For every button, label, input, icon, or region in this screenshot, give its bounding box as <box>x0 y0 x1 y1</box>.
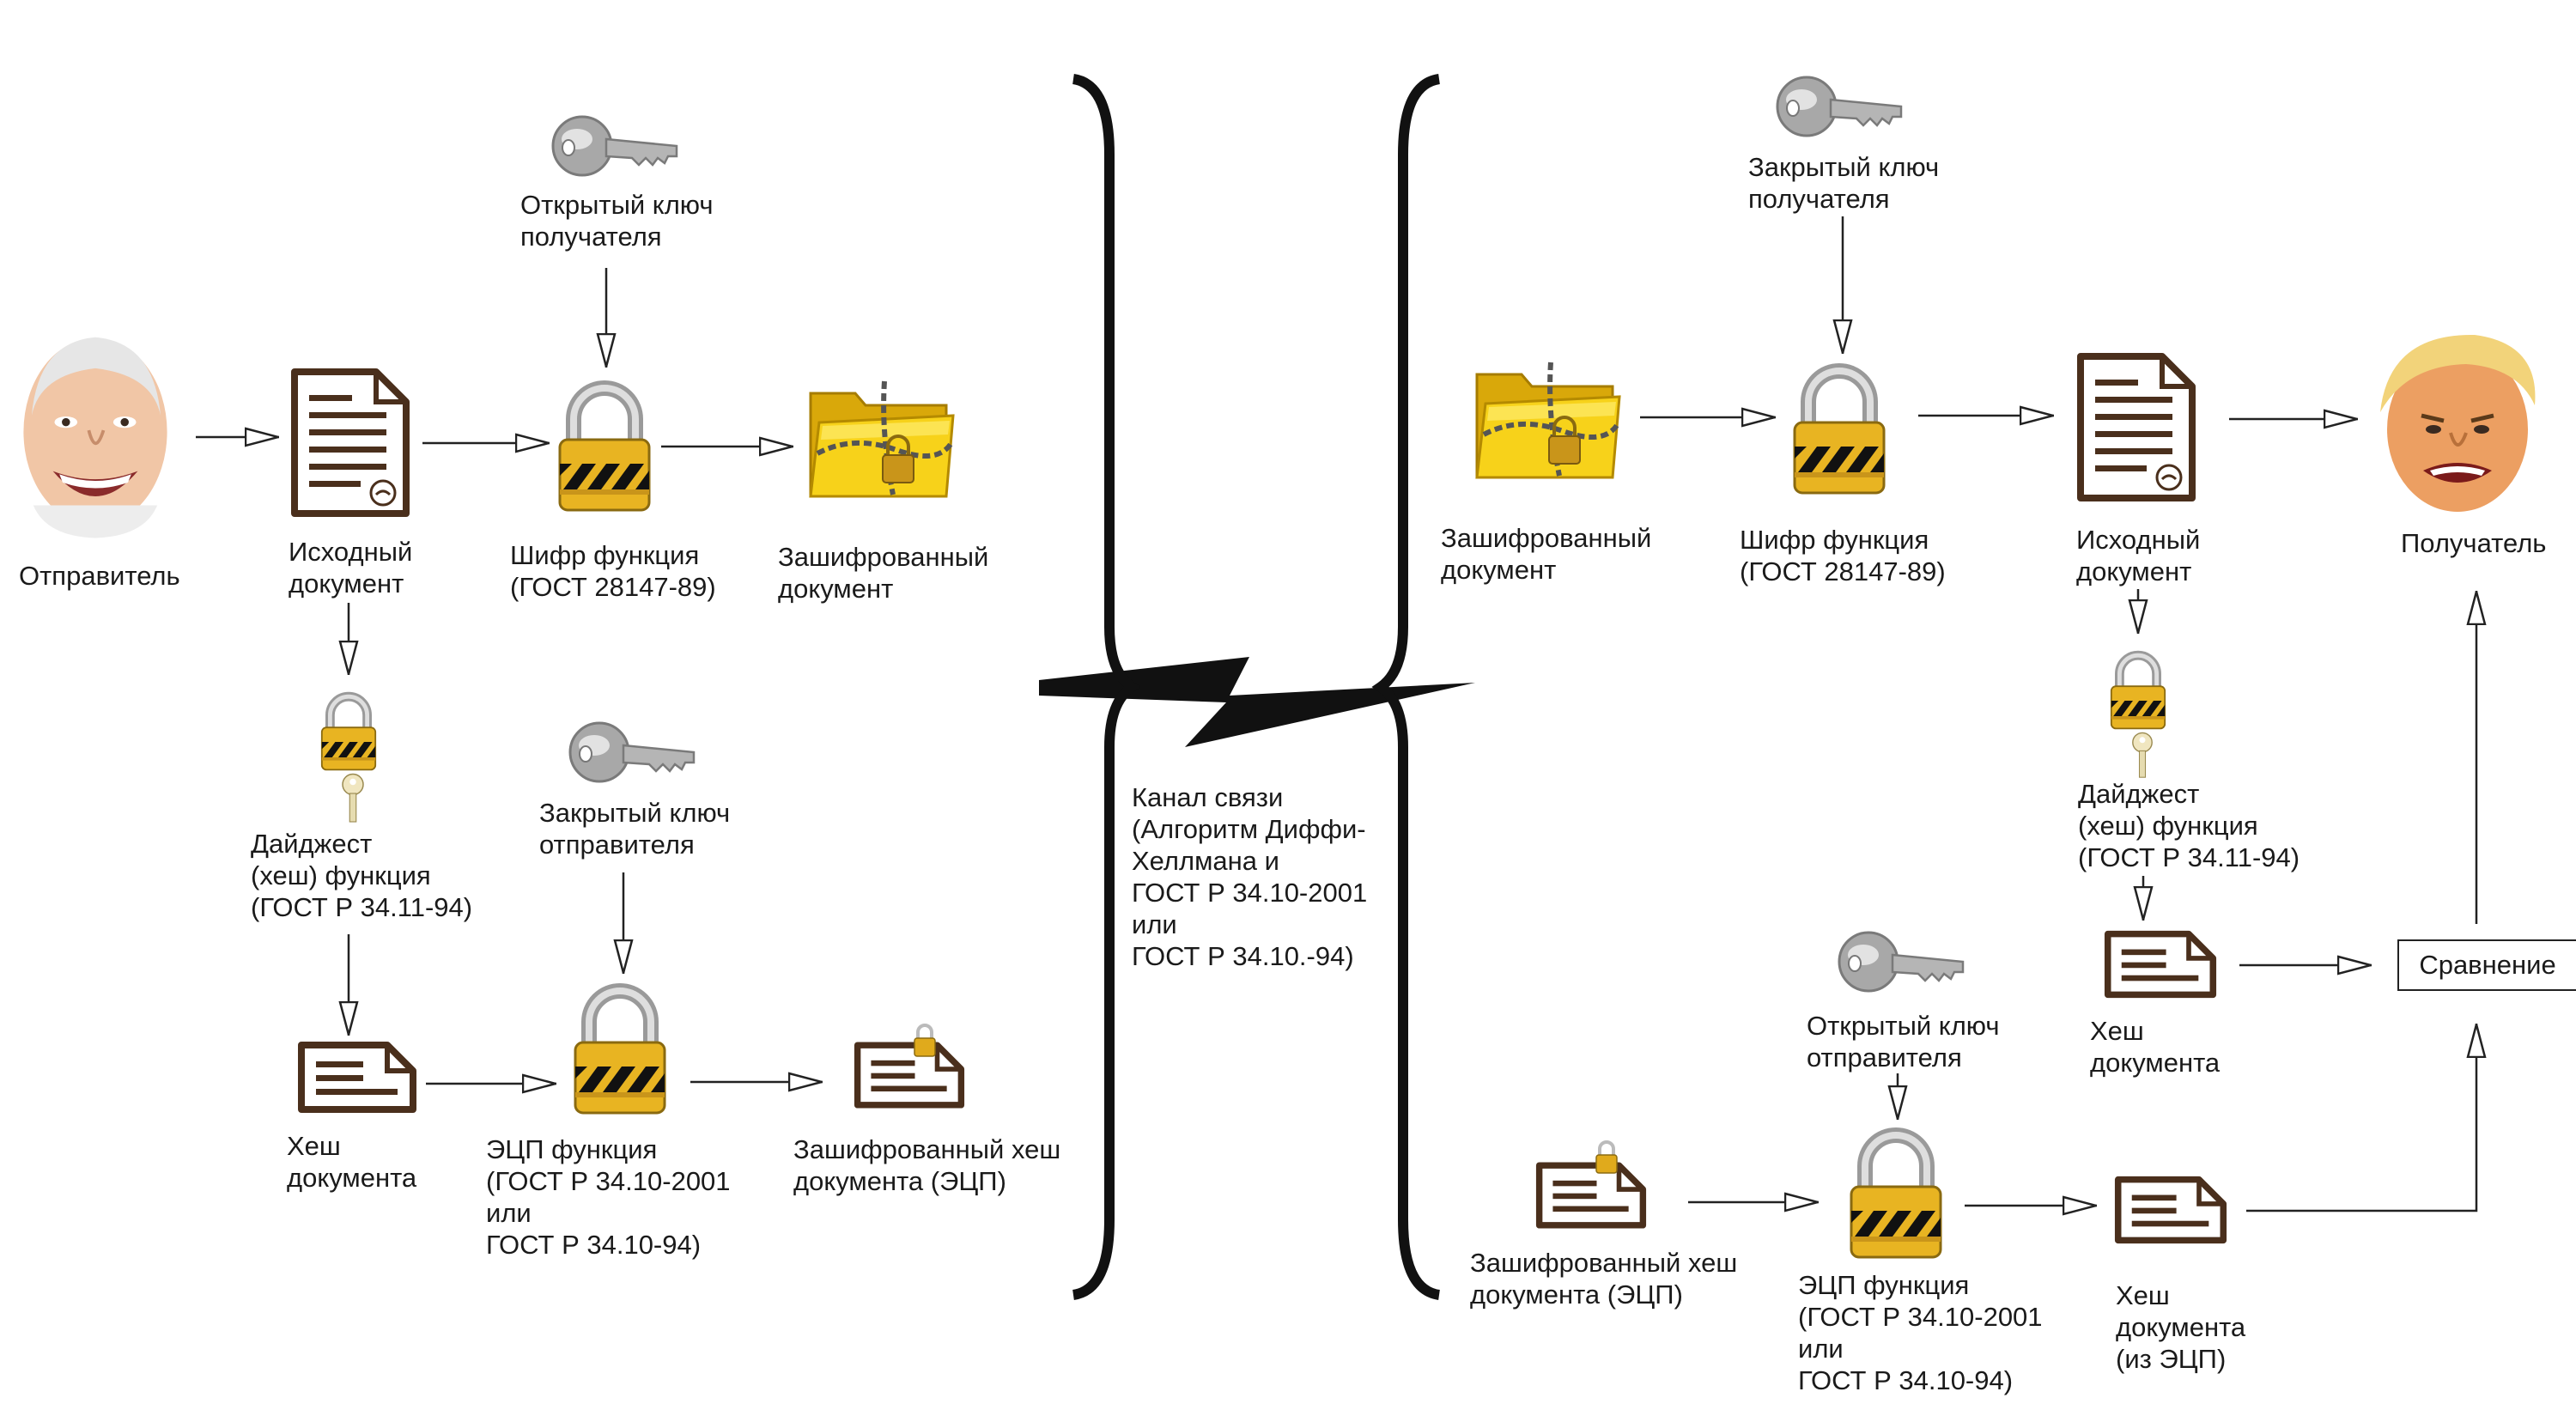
channel-left-brace <box>1072 74 1141 1300</box>
receiver-encrypted-hash-doc-icon <box>1540 1140 1643 1225</box>
sender-encrypted-hash-doc-icon <box>858 1024 962 1105</box>
sender-cipher-padlock-icon <box>560 388 649 510</box>
sender-digest-label: Дайджест (хеш) функция (ГОСТ Р 34.11-94) <box>251 829 473 922</box>
receiver-private-key-label: Закрытый ключ получателя <box>1748 152 1940 214</box>
receiver-digest-label: Дайджест (хеш) функция (ГОСТ Р 34.11-94) <box>2078 779 2300 872</box>
receiver-hash-label: Хеш документа <box>2090 1016 2221 1078</box>
sender-encrypted-hash-label: Зашифрованный хеш документа (ЭЦП) <box>793 1134 1061 1196</box>
channel-lightning-icon <box>1039 657 1475 747</box>
receiver-encrypted-doc-label: Зашифрованный документ <box>1441 523 1652 585</box>
receiver-source-doc-icon <box>2081 356 2192 498</box>
receiver-private-key-icon <box>1776 76 1903 137</box>
channel-right-brace <box>1371 74 1441 1300</box>
sender-cipher-label: Шифр функция (ГОСТ 28147-89) <box>510 540 716 602</box>
sender-eds-padlock-icon <box>575 991 665 1113</box>
receiver-eds-padlock-icon <box>1851 1135 1941 1257</box>
sender-avatar <box>21 335 169 539</box>
sender-digest-key-icon <box>342 773 364 823</box>
sender-encrypted-folder-icon <box>811 381 953 496</box>
sender-eds-label: ЭЦП функция (ГОСТ Р 34.10-2001 или ГОСТ … <box>486 1134 731 1260</box>
sender-source-doc-label: Исходный документ <box>289 537 413 599</box>
receiver-hash-from-eds-label: Хеш документа (из ЭЦП) <box>2116 1280 2246 1374</box>
receiver-digest-key-icon <box>2131 732 2154 779</box>
receiver-public-key-label: Открытый ключ отправителя <box>1807 1011 2000 1073</box>
channel-label: Канал связи (Алгоритм Диффи- Хеллмана и … <box>1132 782 1368 971</box>
receiver-cipher-padlock-icon <box>1795 371 1884 493</box>
receiver-avatar <box>2380 335 2535 512</box>
receiver-cipher-label: Шифр функция (ГОСТ 28147-89) <box>1740 525 1946 586</box>
receiver-encrypted-folder-icon <box>1477 362 1619 477</box>
sender-public-key-icon <box>551 115 678 177</box>
sender-private-key-label: Закрытый ключ отправителя <box>539 798 731 860</box>
receiver-hash-doc-icon <box>2108 934 2214 995</box>
sender-source-doc-icon <box>295 372 406 514</box>
sender-label: Отправитель <box>19 561 180 591</box>
sender-hash-label: Хеш документа <box>287 1131 417 1193</box>
sender-digest-padlock-icon <box>322 696 375 769</box>
receiver-hash-from-eds-doc-icon <box>2118 1180 2224 1241</box>
receiver-digest-padlock-icon <box>2111 655 2165 728</box>
receiver-public-key-icon <box>1838 931 1965 993</box>
sender-hash-doc-icon <box>301 1045 413 1109</box>
compare-box: Сравнение <box>2397 939 2576 991</box>
sender-encrypted-doc-label: Зашифрованный документ <box>778 542 989 604</box>
receiver-label: Получатель <box>2401 528 2547 558</box>
receiver-encrypted-hash-label: Зашифрованный хеш документа (ЭЦП) <box>1470 1248 1738 1310</box>
receiver-source-doc-label: Исходный документ <box>2076 525 2201 586</box>
sender-private-key-icon <box>568 721 696 783</box>
arrow-hashfromeds-to-compare <box>2246 1024 2476 1212</box>
receiver-eds-label: ЭЦП функция (ГОСТ Р 34.10-2001 или ГОСТ … <box>1798 1270 2043 1395</box>
sender-public-key-label: Открытый ключ получателя <box>520 190 714 252</box>
